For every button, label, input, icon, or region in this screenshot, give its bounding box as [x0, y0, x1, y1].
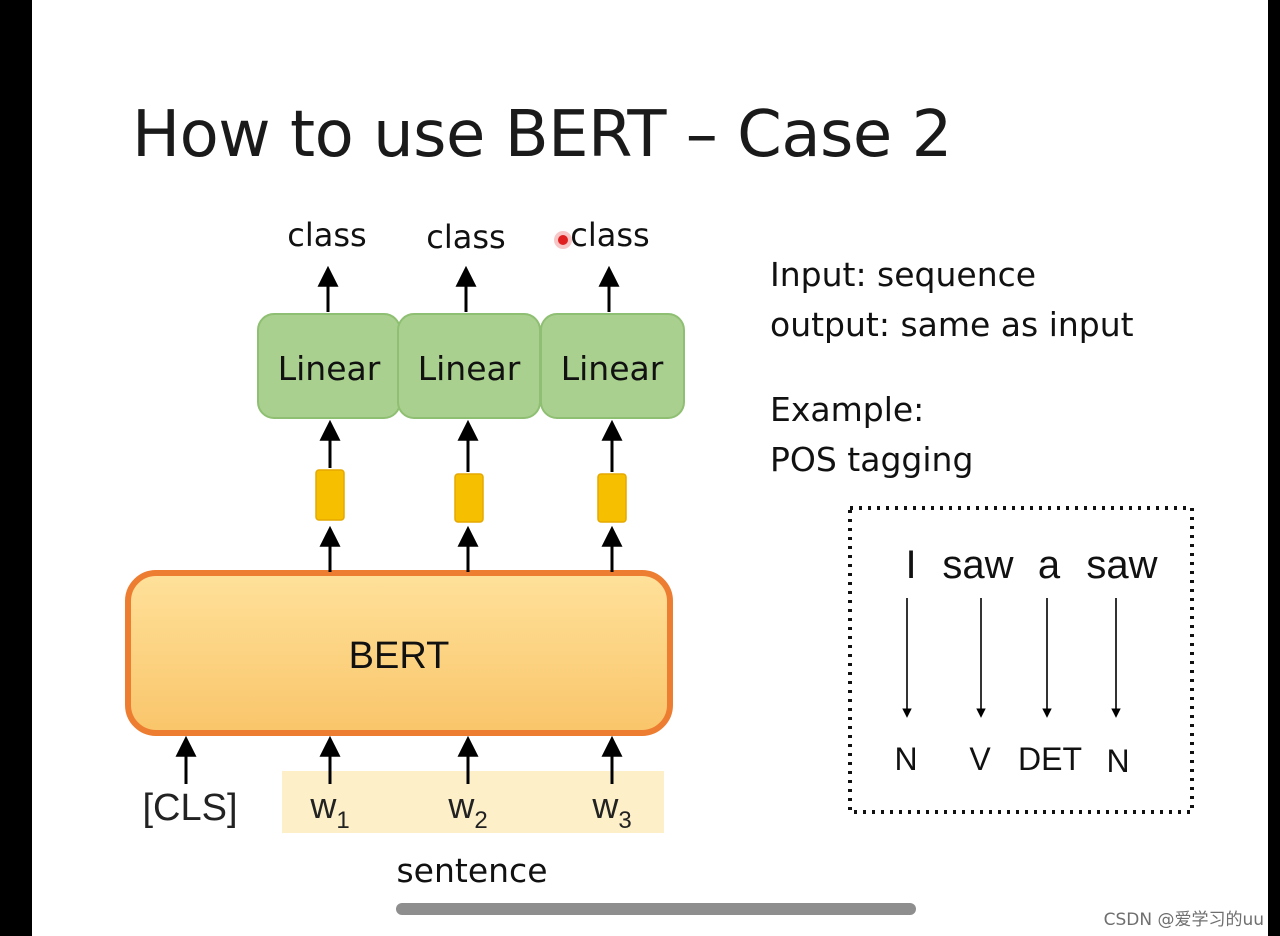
pos-tag-2: V — [969, 741, 991, 777]
slide-title: How to use BERT – Case 2 — [132, 98, 952, 172]
input-token-2-base: w — [447, 785, 475, 826]
linear-box-3 — [540, 313, 685, 419]
watermark: CSDN @爱学习的uu — [1103, 910, 1264, 930]
cls-token: [CLS] — [142, 787, 237, 829]
input-token-2: w2 — [447, 785, 487, 834]
info-output-line: output: same as input — [770, 305, 1134, 344]
output-embedding-2 — [454, 473, 484, 523]
linear-label-1: Linear — [278, 349, 381, 388]
input-token-1-base: w — [309, 785, 337, 826]
pos-tag-1: N — [894, 741, 917, 777]
bert-box — [125, 570, 673, 736]
laser-pointer-dot-core — [558, 235, 568, 245]
pos-example-box — [848, 506, 1194, 814]
class-output-2: class — [426, 218, 505, 256]
example-word-2: saw — [942, 543, 1013, 587]
info-input-line: Input: sequence — [770, 255, 1037, 294]
example-word-1: I — [905, 543, 916, 587]
class-output-1: class — [287, 216, 366, 254]
sentence-label: sentence — [396, 851, 547, 890]
linear-label-2: Linear — [418, 349, 521, 388]
info-task-line: POS tagging — [770, 440, 974, 479]
horizontal-scrollbar-thumb[interactable] — [396, 903, 916, 915]
input-token-3: w3 — [591, 785, 631, 834]
pos-tag-4: N — [1106, 743, 1129, 779]
sentence-band — [282, 771, 664, 833]
linear-label-3: Linear — [561, 349, 664, 388]
input-token-3-sub: 3 — [618, 807, 631, 834]
input-token-3-base: w — [591, 785, 619, 826]
output-embedding-1 — [315, 469, 345, 521]
example-word-3: a — [1038, 543, 1061, 587]
left-black-bar — [0, 0, 32, 936]
bert-label: BERT — [349, 635, 450, 677]
class-output-3: class — [570, 216, 649, 254]
output-embedding-3 — [597, 473, 627, 523]
example-word-4: saw — [1086, 543, 1157, 587]
info-example-line: Example: — [770, 390, 925, 429]
input-token-2-sub: 2 — [474, 807, 487, 834]
input-token-1: w1 — [309, 785, 349, 834]
right-black-bar — [1268, 0, 1280, 936]
pos-tag-3: DET — [1018, 741, 1082, 777]
input-token-1-sub: 1 — [336, 807, 349, 834]
